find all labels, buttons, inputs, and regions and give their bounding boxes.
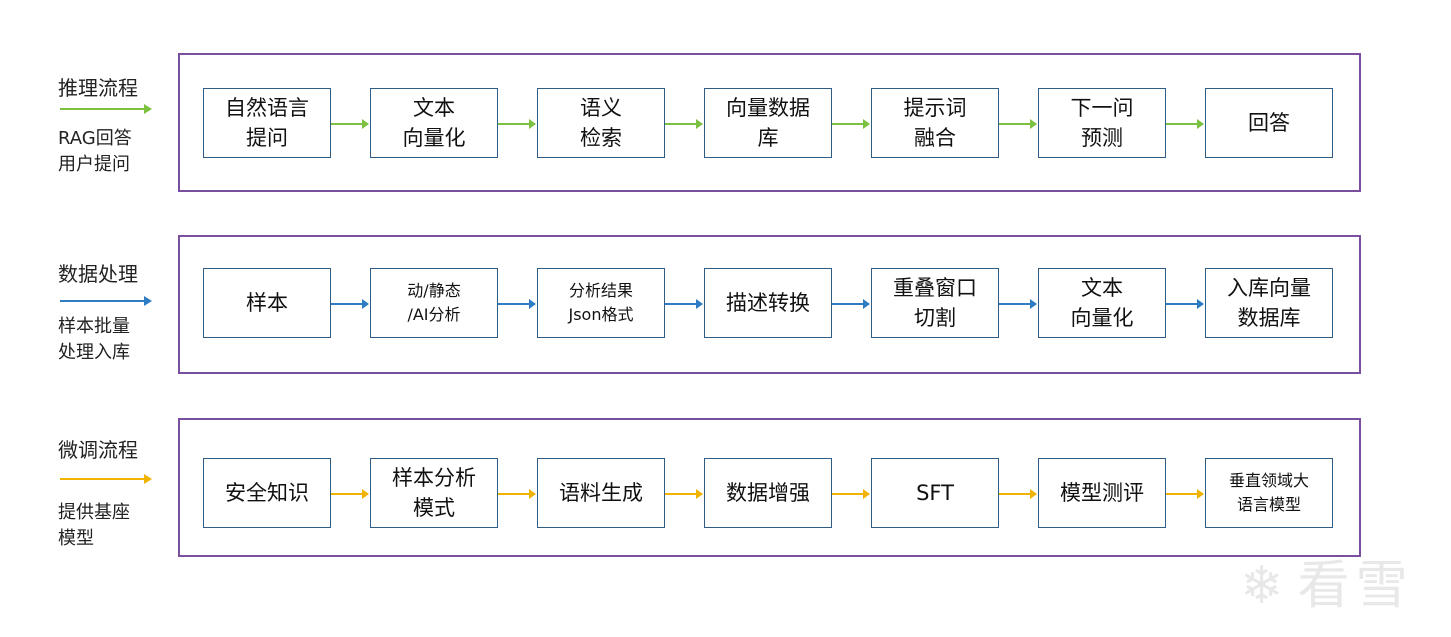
- legend-arrow-yellow: [60, 474, 152, 484]
- step-box: 语义 检索: [537, 88, 665, 158]
- legend-arrow-green: [60, 104, 152, 114]
- flow-arrow: [331, 119, 369, 129]
- step-box: 安全知识: [203, 458, 331, 528]
- row-label-inference: 推理流程 RAG回答 用户提问: [40, 60, 168, 190]
- row-title: 微调流程: [58, 438, 138, 462]
- flow-arrow: [498, 299, 536, 309]
- flow-arrow: [832, 119, 870, 129]
- watermark: ❄看雪: [1240, 543, 1414, 618]
- step-box: 重叠窗口 切割: [871, 268, 999, 338]
- frame-finetune: [178, 418, 1361, 557]
- flow-arrow: [1166, 119, 1204, 129]
- flow-arrow: [832, 489, 870, 499]
- flow-arrow: [665, 489, 703, 499]
- step-box: 模型测评: [1038, 458, 1166, 528]
- step-box: 文本 向量化: [370, 88, 498, 158]
- flow-arrow: [665, 119, 703, 129]
- flow-arrow: [999, 299, 1037, 309]
- legend-arrow-blue: [60, 296, 152, 306]
- row-label-data-processing: 数据处理 样本批量 处理入库: [40, 240, 168, 370]
- row-subtitle: RAG回答 用户提问: [58, 128, 132, 175]
- flow-arrow: [665, 299, 703, 309]
- row-title: 推理流程: [58, 76, 138, 100]
- step-box: 样本分析 模式: [370, 458, 498, 528]
- snowflake-icon: ❄: [1240, 556, 1290, 616]
- step-box: SFT: [871, 458, 999, 528]
- frame-inference: [178, 53, 1361, 192]
- step-box: 数据增强: [704, 458, 832, 528]
- row-subtitle: 样本批量 处理入库: [58, 316, 130, 363]
- flow-arrow: [999, 119, 1037, 129]
- step-box: 描述转换: [704, 268, 832, 338]
- flow-arrow: [498, 119, 536, 129]
- step-box: 入库向量 数据库: [1205, 268, 1333, 338]
- step-box: 向量数据 库: [704, 88, 832, 158]
- step-box: 分析结果 Json格式: [537, 268, 665, 338]
- flow-arrow: [832, 299, 870, 309]
- flow-arrow: [331, 299, 369, 309]
- flow-arrow: [498, 489, 536, 499]
- step-box: 下一问 预测: [1038, 88, 1166, 158]
- step-box: 提示词 融合: [871, 88, 999, 158]
- row-subtitle: 提供基座 模型: [58, 502, 130, 549]
- row-title: 数据处理: [58, 262, 138, 286]
- step-box: 样本: [203, 268, 331, 338]
- step-box: 垂直领域大 语言模型: [1205, 458, 1333, 528]
- flow-arrow: [331, 489, 369, 499]
- step-box: 语料生成: [537, 458, 665, 528]
- flow-arrow: [1166, 489, 1204, 499]
- frame-data-processing: [178, 235, 1361, 374]
- watermark-text: 看雪: [1297, 556, 1414, 616]
- flow-arrow: [999, 489, 1037, 499]
- step-box: 文本 向量化: [1038, 268, 1166, 338]
- step-box: 自然语言 提问: [203, 88, 331, 158]
- step-box: 动/静态 /AI分析: [370, 268, 498, 338]
- step-box: 回答: [1205, 88, 1333, 158]
- row-label-finetune: 微调流程 提供基座 模型: [40, 420, 168, 570]
- flow-arrow: [1166, 299, 1204, 309]
